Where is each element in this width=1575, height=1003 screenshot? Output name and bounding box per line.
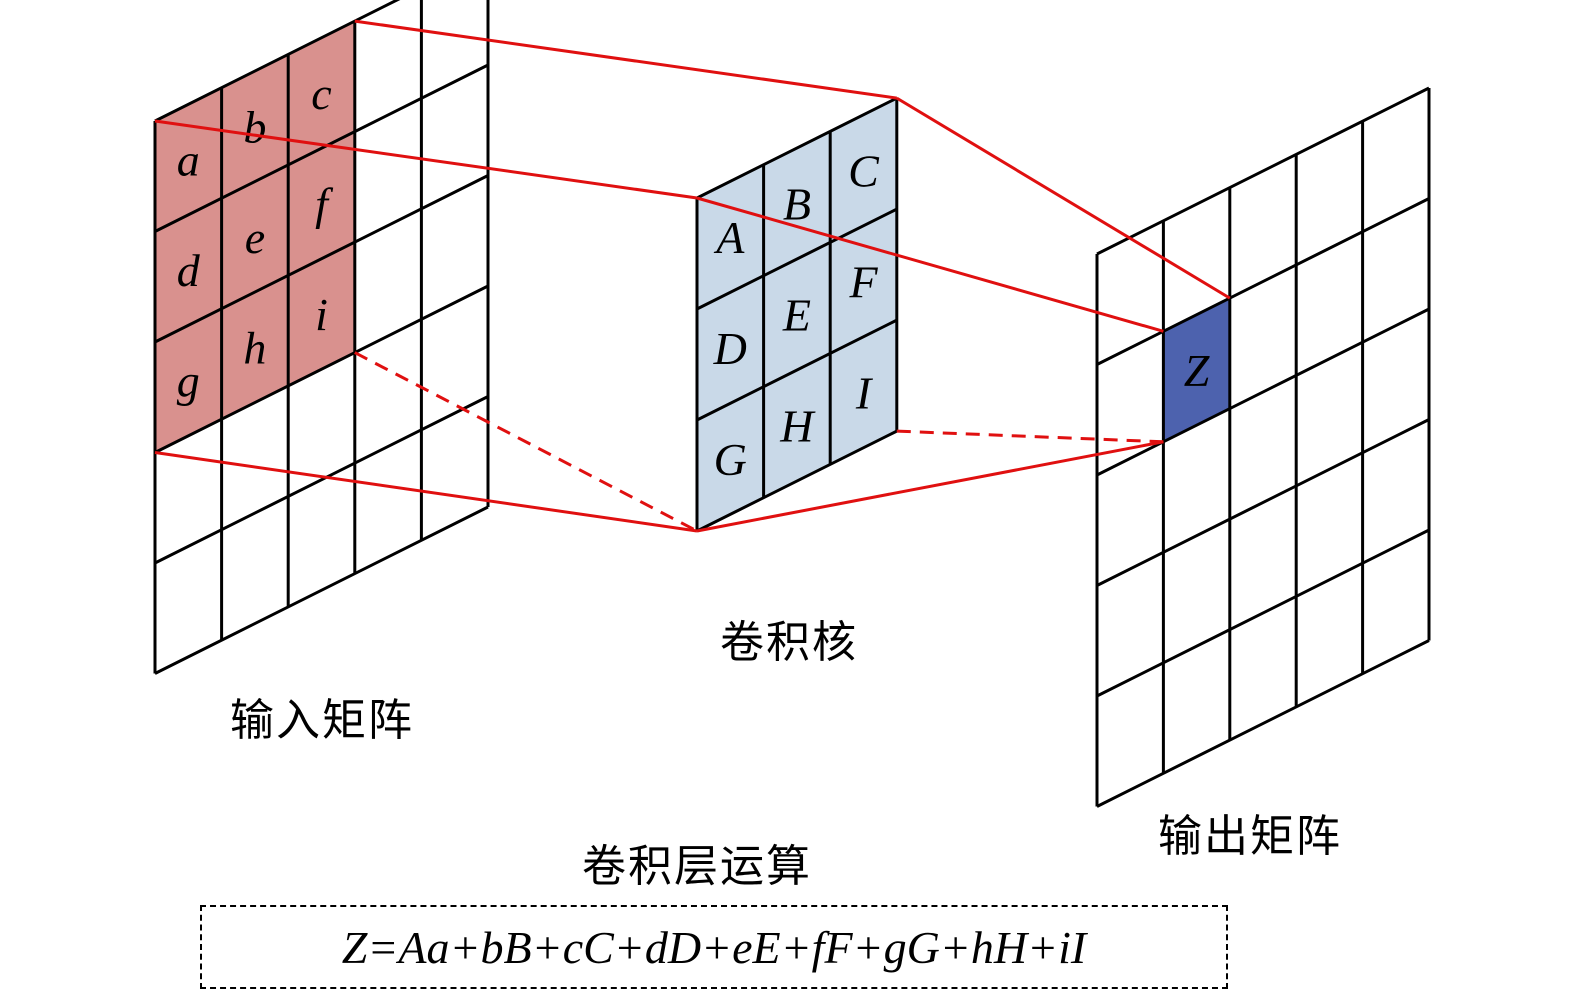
input-cell-letter-g: g <box>177 356 200 407</box>
input-cell-letter-h: h <box>243 322 266 373</box>
input-cell-letter-a: a <box>177 135 200 186</box>
output-grid-row-line <box>1096 86 1430 256</box>
kernel-cell-letter-E: E <box>782 290 811 341</box>
line-input-tl-to-kernel-tl <box>154 119 698 200</box>
kernel-matrix: ABC DEF GHI <box>695 96 899 533</box>
kernel-cell-letter-C: C <box>848 145 880 196</box>
kernel-grid-row-line <box>696 318 898 422</box>
kernel-cell-letter-I: I <box>855 367 874 418</box>
kernel-cell-letter-G: G <box>714 434 747 485</box>
output-highlight-cell <box>1163 298 1230 442</box>
output-matrix: Z <box>1095 86 1431 808</box>
kernel-cell <box>763 353 831 498</box>
input-highlight-cell <box>221 54 289 199</box>
kernel-cell <box>830 320 897 465</box>
operation-title: 卷积层运算 <box>582 841 812 892</box>
line-input-br-to-kernel-hidden <box>354 351 698 533</box>
output-grid-row-line <box>1096 528 1430 698</box>
input-cell-letter-e: e <box>245 212 265 263</box>
input-cell-letter-d: d <box>177 245 201 296</box>
kernel-cell-letter-D: D <box>713 323 747 374</box>
output-grid-row-line <box>1096 639 1430 808</box>
input-highlight-cell <box>155 308 222 453</box>
kernel-cell <box>830 209 897 354</box>
input-grid-row-line <box>154 395 489 565</box>
output-grid-row-line <box>1096 418 1430 587</box>
kernel-cell <box>697 386 764 531</box>
input-cell-letter-i: i <box>315 289 328 340</box>
kernel-grid-row-line <box>696 207 898 311</box>
line-kernel-br-to-output-hidden <box>896 429 1164 444</box>
input-cell-letter-b: b <box>243 101 266 152</box>
input-highlight-cell <box>288 21 355 165</box>
input-cell-letter-c: c <box>311 68 331 119</box>
input-grid-row-line <box>154 63 489 233</box>
kernel-cell <box>697 164 764 309</box>
kernel-cell <box>763 242 831 387</box>
line-kernel-tl-to-output <box>696 196 1164 333</box>
projection-lines <box>154 19 1231 533</box>
kernel-cell-letter-A: A <box>713 212 745 263</box>
input-highlight-cell <box>221 164 289 309</box>
input-highlight-cell <box>155 198 222 342</box>
input-highlight-cell <box>221 275 289 420</box>
output-grid-row-line <box>1096 307 1430 477</box>
input-grid-row-line <box>154 0 401 123</box>
input-highlight-cell <box>288 242 355 386</box>
input-grid-row-line <box>154 505 489 675</box>
input-matrix-label: 输入矩阵 <box>230 695 414 746</box>
line-input-bl-to-kernel-bl <box>154 451 698 533</box>
input-grid-row-line <box>154 284 489 454</box>
kernel-grid-row-line <box>696 429 898 533</box>
kernel-cell <box>763 131 831 276</box>
output-grid-row-line <box>1096 197 1430 366</box>
line-kernel-bl-to-output <box>696 440 1164 533</box>
formula-box: Z=Aa+bB+cC+dD+eE+fF+gG+hH+iI <box>200 905 1228 989</box>
input-highlight-cell <box>288 131 355 276</box>
output-matrix-label: 输出矩阵 <box>1158 811 1342 862</box>
kernel-cell-letter-B: B <box>783 179 811 230</box>
input-grid-row-line <box>154 174 489 344</box>
line-input-tr-to-kernel-tr <box>354 19 898 100</box>
kernel-cell-letter-H: H <box>779 401 816 452</box>
line-kernel-tr-to-output <box>896 96 1231 300</box>
output-cell-letter-Z: Z <box>1184 345 1210 396</box>
kernel-cell <box>697 275 764 420</box>
kernel-cell-letter-F: F <box>848 256 878 307</box>
kernel-label: 卷积核 <box>720 617 858 668</box>
kernel-grid-row-line <box>696 96 898 200</box>
formula-text: Z=Aa+bB+cC+dD+eE+fF+gG+hH+iI <box>341 921 1087 973</box>
kernel-cell <box>830 98 897 243</box>
